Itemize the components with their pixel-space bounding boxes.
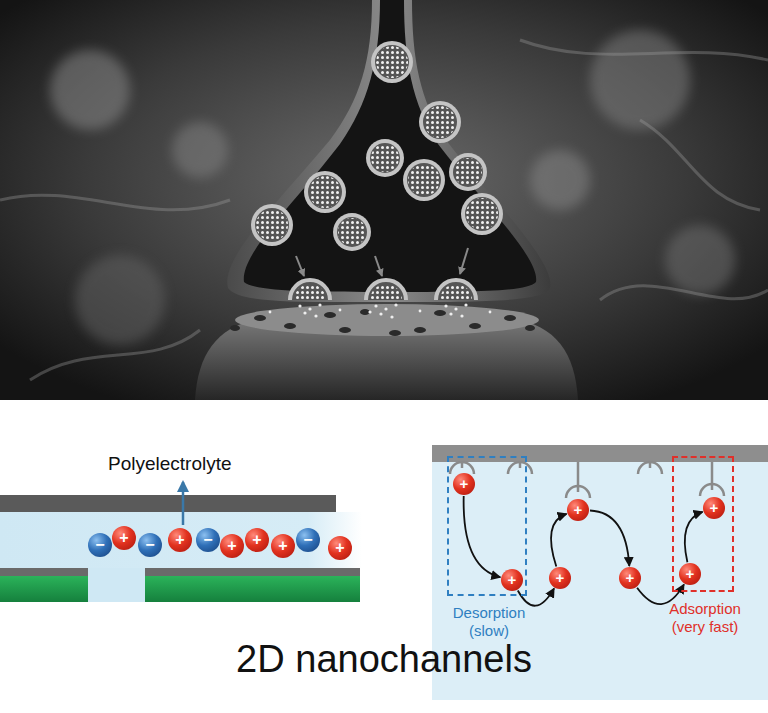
- channel-opening: [88, 568, 145, 602]
- release-arrows: [296, 248, 468, 276]
- region-label: Desorption (slow): [439, 604, 539, 640]
- cation-bead: +: [220, 534, 244, 558]
- pointer-arrow: [182, 482, 185, 525]
- curved-arrow: [551, 514, 567, 567]
- charge-sign: +: [619, 567, 641, 589]
- presynaptic-terminal: [227, 0, 550, 302]
- curved-arrow: [685, 512, 703, 563]
- charge-sign: +: [220, 534, 244, 558]
- released-transmitters: [269, 303, 492, 318]
- dashed-region: Desorption (slow)++: [447, 456, 527, 596]
- part-label: Polyelectrolyte: [108, 452, 232, 475]
- postsynaptic-membrane: [235, 304, 539, 336]
- charge-sign: +: [271, 534, 295, 558]
- cation-bead: +: [703, 497, 725, 519]
- charge-sign: −: [296, 528, 320, 552]
- anion-bead: −: [296, 528, 320, 552]
- binding-sites: [450, 462, 724, 498]
- cation-bead: +: [619, 567, 641, 589]
- top-wall: [0, 495, 336, 512]
- charge-sign: +: [168, 528, 192, 552]
- cation-bead: +: [271, 534, 295, 558]
- anion-bead: −: [196, 528, 220, 552]
- charge-sign: −: [196, 528, 220, 552]
- cation-bead: +: [112, 526, 136, 550]
- panel-title: 2D nanochannels: [0, 636, 768, 682]
- terminal-interior: [244, 0, 536, 292]
- cation-bead: +: [679, 563, 701, 585]
- charge-sign: +: [453, 473, 475, 495]
- charge-sign: +: [501, 569, 523, 591]
- charge-sign: +: [549, 567, 571, 589]
- curved-arrow: [590, 511, 629, 567]
- charge-sign: +: [245, 528, 269, 552]
- charge-sign: +: [703, 497, 725, 519]
- charge-sign: +: [679, 563, 701, 585]
- cation-bead: +: [328, 536, 352, 560]
- bottom-wall: [0, 568, 360, 576]
- anion-bead: −: [88, 533, 112, 557]
- cation-bead: +: [501, 569, 523, 591]
- charge-sign: +: [567, 499, 589, 521]
- synaptic-vesicles: [251, 41, 503, 251]
- anion-bead: −: [138, 533, 162, 557]
- cation-bead: +: [453, 473, 475, 495]
- tissue-background: [0, 0, 768, 400]
- cation-bead: +: [245, 528, 269, 552]
- curved-arrow: [518, 588, 554, 605]
- cation-bead: +: [168, 528, 192, 552]
- channel-fluid: [0, 512, 362, 568]
- receptors: [230, 309, 535, 336]
- fusing-vesicles: [290, 280, 476, 300]
- charge-sign: −: [88, 533, 112, 557]
- channel-wall: [432, 445, 768, 462]
- region-label: Adsorption (very fast): [655, 600, 755, 636]
- curved-arrow: [464, 496, 501, 577]
- substrate: [0, 576, 360, 602]
- cation-bead: +: [549, 567, 571, 589]
- charge-sign: −: [138, 533, 162, 557]
- charge-sign: +: [328, 536, 352, 560]
- dashed-region: Adsorption (very fast)++: [672, 456, 734, 592]
- charge-sign: +: [112, 526, 136, 550]
- cation-bead: +: [567, 499, 589, 521]
